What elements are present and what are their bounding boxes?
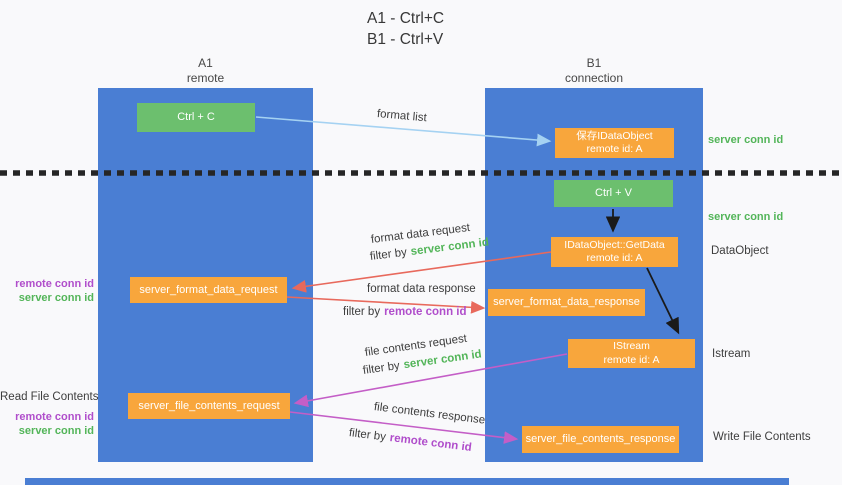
ctrl-c-box: Ctrl + C (137, 103, 255, 132)
server-file-contents-request-box: server_file_contents_request (128, 393, 290, 419)
format-list-label: format list (376, 108, 428, 125)
server-conn-id-left-2: server conn id (18, 425, 94, 437)
column-a1-subtitle: remote (186, 71, 225, 85)
dataobject-side-label: DataObject (711, 245, 769, 257)
server-format-data-response-box: server_format_data_response (488, 289, 645, 316)
column-b1-subtitle: connection (564, 71, 624, 85)
server-format-data-response-label: server_format_data_response (493, 296, 640, 308)
server-conn-id-left-1: server conn id (18, 292, 94, 304)
filter-by-text: filter by (362, 359, 401, 377)
write-file-contents-label: Write File Contents (713, 431, 811, 443)
save-dataobject-line1: 保存IDataObject (576, 129, 653, 142)
read-file-contents-label: Read File Contents (0, 391, 99, 403)
istream-line1: IStream (613, 340, 650, 352)
server-file-contents-request-label: server_file_contents_request (138, 399, 280, 412)
remote-conn-id-text: remote conn id (389, 432, 473, 455)
getdata-box: IDataObject::GetData remote id: A (551, 237, 678, 267)
getdata-line2: remote id: A (586, 252, 643, 264)
diagram-title: A1 - Ctrl+C B1 - Ctrl+V (367, 8, 444, 50)
left-conn-id-group-1: remote conn id server conn id (0, 277, 94, 305)
filter-by-text: filter by (369, 246, 408, 263)
ctrl-v-label: Ctrl + V (595, 187, 632, 199)
format-data-response-label: format data response (367, 283, 476, 295)
filter-by-text: filter by (343, 306, 381, 318)
ctrl-v-box: Ctrl + V (554, 180, 673, 207)
save-dataobject-box: 保存IDataObject remote id: A (555, 128, 674, 158)
title-line-1: A1 - Ctrl+C (367, 10, 445, 27)
title-line-2: B1 - Ctrl+V (367, 31, 444, 48)
server-file-contents-response-label: server_file_contents_response (525, 433, 676, 445)
file-contents-response-label: file contents response (373, 401, 486, 427)
server-format-data-request-label: server_format_data_request (139, 283, 278, 296)
left-conn-id-group-2: Read File Contents remote conn id server… (0, 390, 99, 438)
bottom-edge-bar (25, 478, 789, 485)
getdata-line1: IDataObject::GetData (564, 238, 665, 251)
column-a1-name: A1 (198, 56, 213, 70)
istream-side-label: Istream (712, 348, 751, 360)
column-header-b1: B1 connection (485, 56, 703, 86)
server-conn-id-right-1: server conn id (708, 134, 784, 146)
save-dataobject-line2: remote id: A (586, 143, 643, 155)
remote-conn-id-left-2: remote conn id (15, 411, 94, 423)
remote-conn-id-left-1: remote conn id (15, 278, 94, 290)
server-format-data-request-box: server_format_data_request (130, 277, 287, 303)
column-header-a1: A1 remote (98, 56, 313, 86)
column-b1-name: B1 (586, 56, 602, 70)
server-conn-id-right-2: server conn id (708, 211, 784, 223)
istream-line2: remote id: A (603, 353, 660, 366)
ctrl-c-label: Ctrl + C (177, 111, 215, 123)
server-file-contents-response-box: server_file_contents_response (522, 426, 679, 453)
filter-by-text: filter by (348, 427, 387, 444)
remote-conn-id-text: remote conn id (384, 306, 467, 318)
istream-box: IStream remote id: A (568, 339, 695, 368)
